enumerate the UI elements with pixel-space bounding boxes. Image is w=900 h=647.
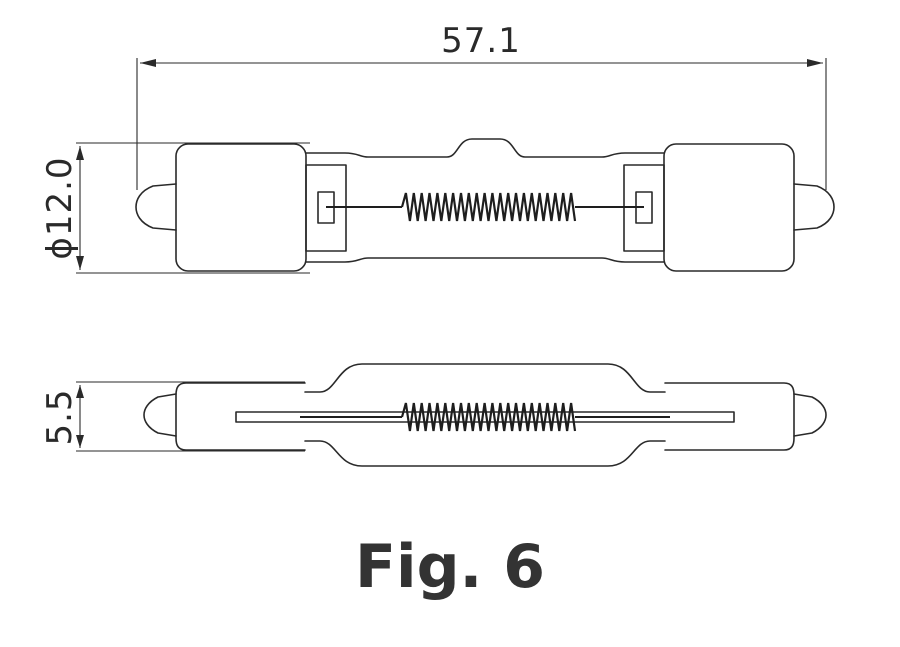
arrow-right-icon — [807, 59, 823, 67]
filament-coil-top — [400, 192, 577, 222]
glass-bulb-side — [304, 363, 666, 467]
figure-caption: Fig. 6 — [355, 532, 545, 602]
filament-coil-side — [400, 402, 577, 432]
arrow-down-icon — [76, 435, 84, 448]
length-label: 57.1 — [441, 21, 521, 61]
diameter-dimension: ϕ12.0 — [40, 142, 310, 274]
glass-envelope — [305, 138, 665, 263]
top-view: 57.1 ϕ12.0 — [40, 21, 835, 274]
diameter-label: ϕ12.0 — [40, 156, 80, 259]
left-pin-tip-side — [143, 393, 177, 437]
thickness-label: 5.5 — [40, 388, 80, 445]
thickness-dimension: 5.5 — [40, 381, 305, 452]
left-cap-side — [175, 382, 306, 451]
arrow-left-icon — [140, 59, 156, 67]
left-cap-body — [175, 143, 307, 272]
arrow-down-icon — [76, 256, 84, 270]
right-pin-tip — [793, 183, 835, 231]
arrow-up-icon — [76, 146, 84, 160]
right-cap-body — [663, 143, 795, 272]
left-cap — [135, 143, 307, 272]
arrow-up-icon — [76, 385, 84, 398]
side-view: 5.5 — [40, 363, 827, 467]
left-pin-tip — [135, 183, 177, 231]
right-cap — [663, 143, 835, 272]
right-cap-side — [664, 382, 795, 451]
right-pin-tip-side — [793, 393, 827, 437]
length-dimension: 57.1 — [136, 21, 827, 190]
